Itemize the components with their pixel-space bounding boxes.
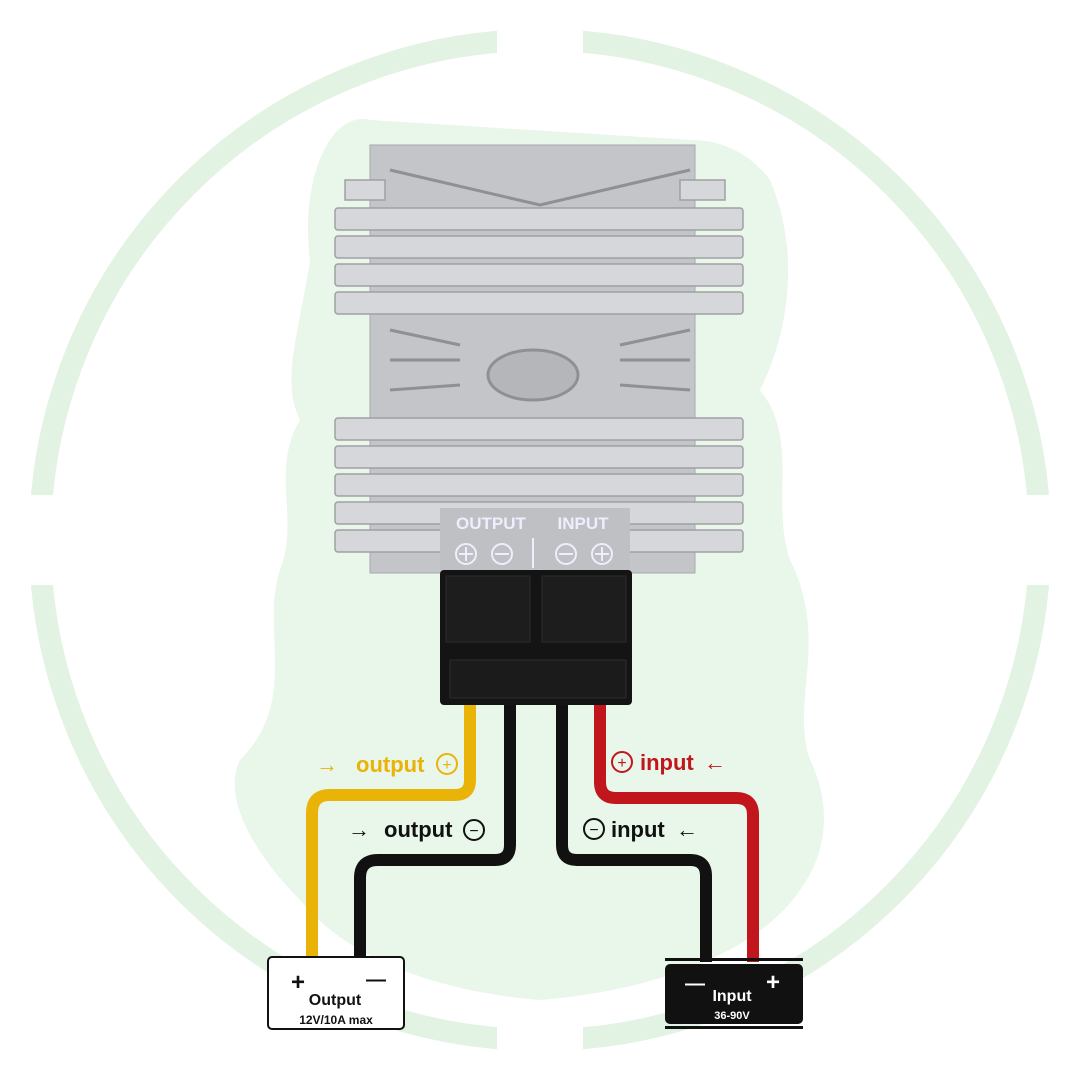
wire-input-positive	[594, 700, 759, 962]
input-spec: 36-90V	[714, 1010, 750, 1022]
svg-text:output: output	[384, 817, 453, 842]
input-source-box: — + Input 36-90V	[665, 958, 803, 1029]
wires	[306, 700, 759, 962]
label-input-negative: − input ←	[583, 817, 698, 842]
minus-sign: —	[685, 973, 705, 995]
plus-circle-icon	[455, 543, 477, 565]
svg-text:+: +	[617, 755, 626, 772]
wire-output-positive	[306, 700, 476, 958]
plus-circle-icon	[436, 753, 458, 775]
arrow-right-icon: →	[348, 817, 370, 842]
wire-output-negative	[354, 700, 516, 958]
plus-circle-icon	[591, 543, 613, 565]
input-title: Input	[712, 988, 752, 1005]
svg-text:output: output	[356, 752, 425, 777]
heatsink-logo-oval	[486, 348, 580, 402]
plus-circle-icon	[611, 751, 633, 773]
plus-sign: +	[766, 969, 780, 996]
label-output-positive: → output +	[316, 752, 458, 777]
arrow-left-icon: ←	[676, 817, 698, 842]
panel-input-label: INPUT	[558, 514, 610, 533]
minus-circle-icon	[463, 819, 485, 841]
label-output-negative: → output −	[348, 817, 485, 842]
svg-text:input: input	[611, 817, 665, 842]
minus-sign: —	[366, 969, 386, 991]
arrow-left-icon: ←	[704, 750, 726, 775]
svg-text:−: −	[589, 822, 598, 839]
svg-text:+: +	[442, 757, 451, 774]
svg-text:−: −	[469, 823, 478, 840]
minus-circle-icon	[491, 543, 513, 565]
minus-circle-icon	[555, 543, 577, 565]
minus-circle-icon	[583, 818, 605, 840]
arrow-right-icon: →	[316, 752, 338, 777]
plus-sign: +	[291, 969, 305, 996]
output-load-box: + — Output 12V/10A max	[267, 956, 405, 1030]
svg-text:input: input	[640, 750, 694, 775]
output-spec: 12V/10A max	[299, 1013, 373, 1027]
label-input-positive: + input ←	[611, 750, 726, 775]
panel-output-label: OUTPUT	[456, 514, 527, 533]
wire-input-negative	[556, 700, 712, 962]
connector-block	[440, 570, 632, 705]
heatsink: OUTPUT INPUT	[334, 144, 744, 574]
output-title: Output	[309, 992, 362, 1009]
